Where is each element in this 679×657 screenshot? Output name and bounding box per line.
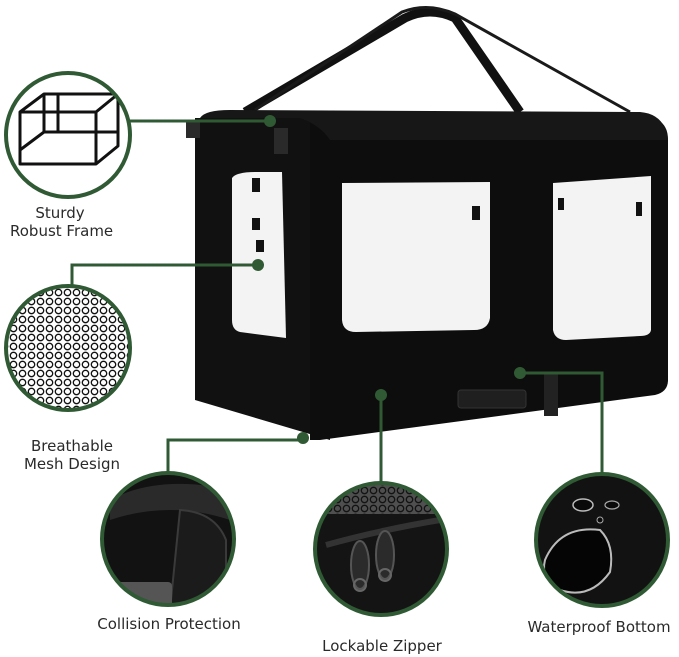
shoulder-strap <box>254 6 631 114</box>
frame-feature-label: Sturdy Robust Frame <box>10 204 114 240</box>
carry-handle <box>242 7 524 116</box>
waterproof-feature-label: Waterproof Bottom <box>527 618 671 636</box>
mesh-icon <box>4 284 132 412</box>
mesh-label-line1: Breathable <box>30 437 114 455</box>
front-window-left <box>342 182 490 332</box>
collision-icon <box>100 471 236 607</box>
pet-crate <box>186 6 668 440</box>
frame-label-line1: Sturdy <box>35 204 85 222</box>
zipper-icon <box>313 481 449 617</box>
mesh-label-line2: Mesh Design <box>23 455 121 473</box>
side-window <box>232 172 286 338</box>
connector-lines <box>70 115 604 483</box>
collision-connector <box>166 438 300 473</box>
waterproof-icon <box>534 472 670 608</box>
waterproof-connector <box>522 371 604 474</box>
collision-feature-label: Collision Protection <box>97 615 241 633</box>
frame-label-line2: Robust Frame <box>10 222 114 240</box>
front-window-right <box>553 176 651 340</box>
frame-icon <box>4 71 132 199</box>
zipper-feature-label: Lockable Zipper <box>322 637 442 655</box>
mesh-feature-label: Breathable Mesh Design <box>16 437 128 473</box>
mesh-connector <box>70 263 258 286</box>
